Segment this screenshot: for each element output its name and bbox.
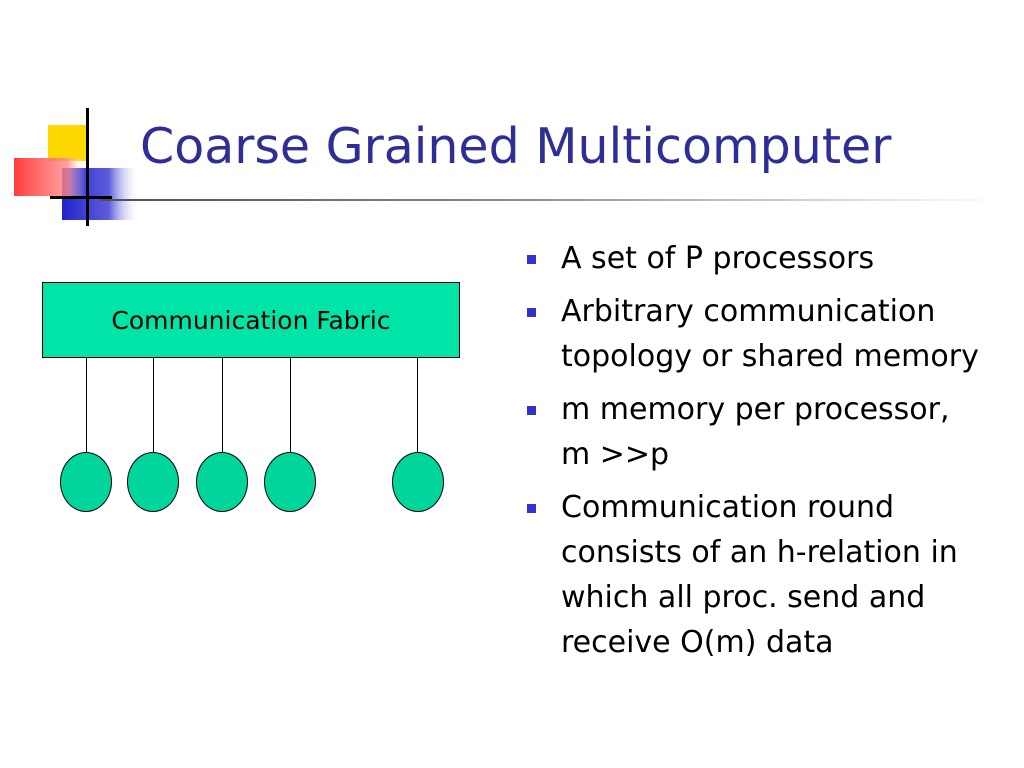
connector-line bbox=[86, 358, 87, 452]
bullet-text: m memory per processor, m >>p bbox=[561, 392, 950, 472]
connector-line bbox=[222, 358, 223, 452]
square-bullet-icon bbox=[527, 255, 536, 264]
square-bullet-icon bbox=[527, 308, 536, 317]
communication-fabric-label: Communication Fabric bbox=[111, 305, 391, 335]
logo-vertical-line bbox=[86, 108, 89, 226]
multicomputer-diagram: Communication Fabric bbox=[0, 270, 500, 530]
processor-node bbox=[196, 452, 248, 512]
connector-line bbox=[153, 358, 154, 452]
square-bullet-icon bbox=[527, 504, 536, 513]
square-bullet-icon bbox=[527, 406, 536, 415]
connector-line bbox=[290, 358, 291, 452]
bullet-text: Communication round consists of an h-rel… bbox=[561, 490, 958, 660]
processor-node bbox=[264, 452, 316, 512]
bullet-text: Arbitrary communication topology or shar… bbox=[561, 294, 979, 374]
processor-node bbox=[392, 452, 444, 512]
bullet-item: Arbitrary communication topology or shar… bbox=[520, 289, 1010, 379]
logo-decoration bbox=[14, 108, 140, 226]
processor-node bbox=[127, 452, 179, 512]
slide-title: Coarse Grained Multicomputer bbox=[140, 118, 892, 175]
logo-yellow-square bbox=[48, 125, 86, 161]
communication-fabric-box: Communication Fabric bbox=[42, 282, 460, 358]
title-underline bbox=[100, 199, 1000, 201]
processor-node bbox=[60, 452, 112, 512]
bullet-list: A set of P processors Arbitrary communic… bbox=[520, 236, 1010, 673]
bullet-item: Communication round consists of an h-rel… bbox=[520, 485, 1010, 665]
connector-line bbox=[417, 358, 418, 452]
bullet-item: m memory per processor, m >>p bbox=[520, 387, 1010, 477]
bullet-item: A set of P processors bbox=[520, 236, 1010, 281]
bullet-text: A set of P processors bbox=[561, 241, 875, 276]
logo-red-bar bbox=[14, 158, 86, 196]
logo-horizontal-line bbox=[50, 196, 112, 199]
